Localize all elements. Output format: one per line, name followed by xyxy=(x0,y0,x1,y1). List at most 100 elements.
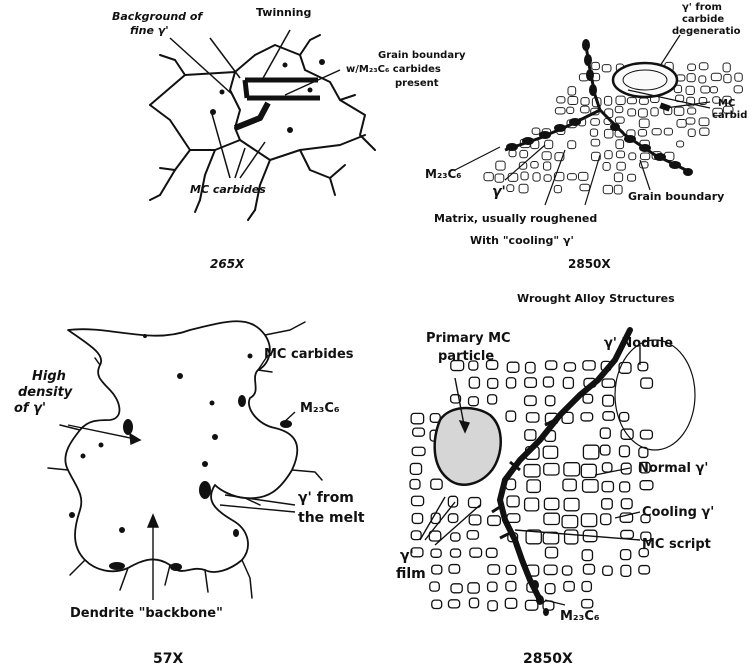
gamma-prime-cuboid xyxy=(640,481,653,490)
gamma-prime-cuboid xyxy=(602,499,613,509)
gamma-prime-cuboid xyxy=(506,565,516,574)
gamma-prime-cell xyxy=(580,184,590,191)
gamma-prime-cell xyxy=(701,86,710,93)
gamma-prime-cuboid xyxy=(525,378,537,388)
label-mc-carbide-top: MC carbid xyxy=(712,98,747,121)
gamma-prime-cuboid xyxy=(488,378,498,388)
gamma-prime-cell xyxy=(699,118,709,126)
panel-top-left: Background of fine γ' Twinning Grain bou… xyxy=(112,6,469,271)
gamma-prime-cuboid xyxy=(543,377,553,387)
gamma-prime-cuboid xyxy=(411,413,423,423)
gamma-prime-cell xyxy=(688,108,696,114)
gamma-prime-cuboid xyxy=(449,565,460,574)
gamma-prime-cell xyxy=(567,174,576,180)
gamma-prime-cuboid xyxy=(526,413,538,422)
gamma-prime-cell xyxy=(616,96,625,104)
gamma-prime-cell xyxy=(532,128,540,134)
gamma-prime-cuboid xyxy=(564,363,575,371)
gamma-prime-cell xyxy=(604,96,611,105)
gamma-prime-cuboid xyxy=(488,582,497,591)
gamma-prime-cell xyxy=(723,63,730,72)
gamma-prime-cuboid xyxy=(581,464,596,477)
gamma-prime-cell xyxy=(603,163,610,171)
gamma-prime-cuboid xyxy=(451,584,462,593)
gamma-nodule xyxy=(615,340,695,450)
gamma-prime-cuboid xyxy=(506,378,515,388)
gamma-prime-cuboid xyxy=(526,362,536,373)
gamma-prime-cuboid xyxy=(486,548,497,557)
gamma-prime-cuboid xyxy=(525,498,539,511)
label-twinning: Twinning xyxy=(256,6,311,19)
gamma-prime-cell xyxy=(484,173,493,181)
gamma-prime-cuboid xyxy=(412,447,425,455)
label-gamma-from-melt: γ' from the melt xyxy=(298,490,365,526)
gamma-prime-cuboid xyxy=(544,565,557,574)
gamma-prime-cuboid xyxy=(600,445,610,455)
gamma-prime-cell xyxy=(688,129,695,136)
gamma-prime-cuboid xyxy=(525,600,537,610)
gamma-prime-cuboid xyxy=(544,513,559,524)
carbide-grain-boundary xyxy=(235,103,268,128)
gamma-prime-cuboid xyxy=(488,395,497,404)
gamma-prime-cuboid xyxy=(544,464,559,475)
gamma-prime-cell xyxy=(616,140,624,149)
gamma-prime-cell xyxy=(519,184,528,193)
gamma-prime-cuboids xyxy=(410,360,653,610)
gamma-prime-cell xyxy=(568,87,576,95)
gamma-prime-cell xyxy=(615,106,623,112)
gamma-prime-cuboid xyxy=(641,378,653,388)
gamma-prime-cuboid xyxy=(621,565,631,576)
gamma-prime-cuboid xyxy=(507,496,519,507)
gamma-prime-cuboid xyxy=(581,413,593,421)
gamma-prime-cuboid xyxy=(602,379,615,387)
gamma-prime-cuboid xyxy=(583,480,599,493)
gamma-prime-cuboid xyxy=(412,514,422,524)
gamma-prime-cell xyxy=(543,162,550,170)
gamma-prime-cell xyxy=(627,98,636,104)
leaders-bottom-left xyxy=(68,355,295,600)
gamma-prime-cuboid xyxy=(583,394,593,403)
label-gamma-film: γ' film xyxy=(396,548,426,582)
gamma-prime-cuboid xyxy=(525,430,536,441)
gamma-prime-cuboid xyxy=(603,395,614,406)
gamma-prime-cuboid xyxy=(451,533,460,541)
leaders-top-left xyxy=(170,30,340,178)
label-background-fine-gamma: Background of fine γ' xyxy=(112,10,206,37)
gamma-prime-cuboid xyxy=(467,531,478,540)
gamma-prime-cell xyxy=(542,152,551,160)
gamma-prime-cell xyxy=(578,172,587,180)
caption-wrought-alloy: Wrought Alloy Structures xyxy=(517,292,675,305)
gamma-prime-cell xyxy=(629,153,636,160)
gamma-prime-cuboid xyxy=(621,499,632,509)
gamma-prime-cuboid xyxy=(546,361,557,370)
label-mc-carbides: MC carbides xyxy=(190,183,266,196)
gamma-prime-cell xyxy=(617,162,626,170)
gamma-prime-cuboid xyxy=(448,514,457,523)
gamma-prime-cuboid xyxy=(469,598,478,608)
gamma-prime-cuboid xyxy=(563,479,576,491)
gamma-prime-cell xyxy=(615,117,624,123)
label-primary-mc: Primary MC particle xyxy=(426,331,515,364)
gamma-prime-cell xyxy=(568,96,578,104)
gamma-prime-cuboid xyxy=(563,378,573,389)
gamma-prime-cuboid xyxy=(413,428,425,436)
panel-top-right: γ' from carbide degeneratio MC carbid M₂… xyxy=(425,2,747,271)
gamma-prime-cell xyxy=(557,97,565,103)
gamma-prime-cuboid xyxy=(411,531,421,540)
gamma-prime-cuboid xyxy=(505,598,516,608)
gamma-prime-cell xyxy=(628,109,636,116)
gamma-prime-cell xyxy=(614,173,622,182)
gamma-prime-cell xyxy=(507,185,514,192)
gamma-prime-cell xyxy=(628,174,636,181)
label-m23c6-top: M₂₃C₆ xyxy=(425,167,462,181)
gamma-prime-cell xyxy=(639,119,649,128)
gamma-prime-cuboid xyxy=(619,413,628,422)
label-gamma-from-carbide: γ' from carbide degeneratio xyxy=(672,2,741,37)
gamma-prime-cell xyxy=(555,108,565,114)
gamma-prime-cell xyxy=(509,150,516,157)
gamma-prime-cuboid xyxy=(470,548,482,557)
gamma-prime-cell xyxy=(638,129,646,136)
gamma-prime-cuboid xyxy=(581,514,596,527)
gamma-prime-cell xyxy=(602,65,611,72)
gamma-prime-cell xyxy=(496,161,505,170)
